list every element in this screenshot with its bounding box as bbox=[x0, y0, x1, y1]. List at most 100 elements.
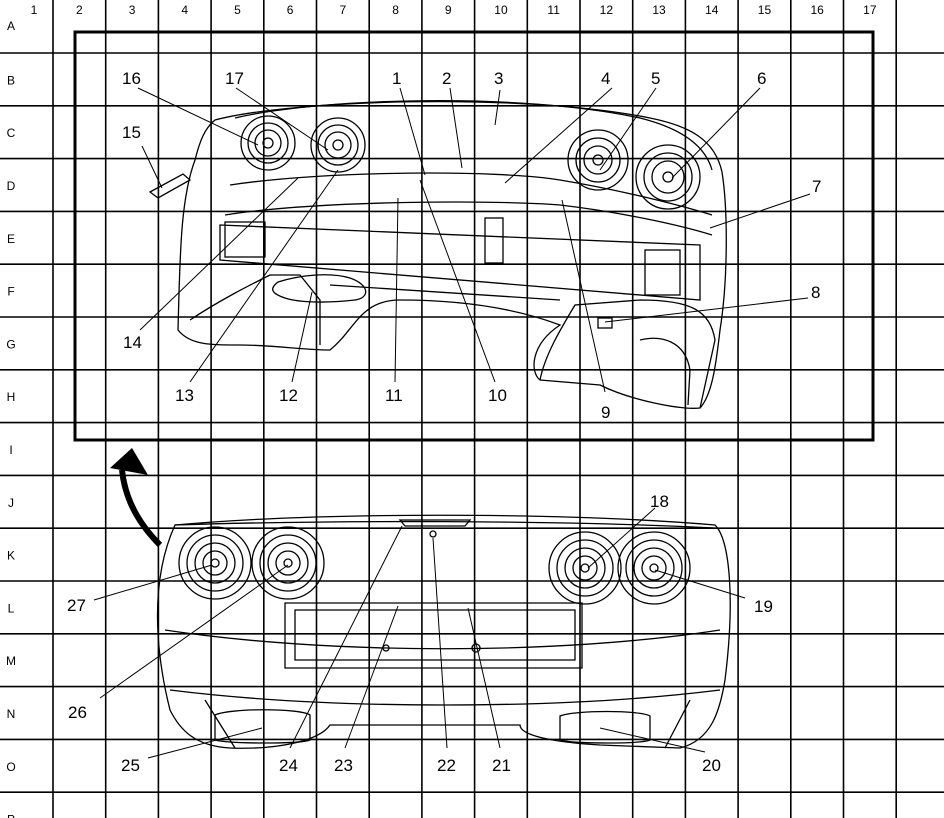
grid-row-label: F bbox=[7, 285, 14, 299]
center-beam-bottom bbox=[329, 284, 561, 301]
lh-bracket bbox=[224, 221, 266, 258]
callout-5: 5 bbox=[651, 69, 660, 88]
callout-27: 27 bbox=[67, 596, 86, 615]
rear-fascia-mid-crease bbox=[164, 629, 721, 650]
rh-inner-lamp-shape bbox=[567, 129, 629, 191]
callout-7: 7 bbox=[812, 177, 821, 196]
callout-16: 16 bbox=[122, 69, 141, 88]
grid-column-label: 13 bbox=[652, 3, 666, 17]
grid-row-label: J bbox=[8, 496, 14, 510]
top-leader-lines bbox=[137, 87, 811, 393]
grid-row-label: M bbox=[6, 654, 16, 668]
rh-bracket-shape bbox=[644, 249, 681, 296]
lh-outer-lamp-shape bbox=[240, 115, 296, 171]
rh-outer-lamp-rear bbox=[617, 531, 691, 605]
callout-9: 9 bbox=[601, 403, 610, 422]
center-bracket-shape bbox=[484, 217, 504, 264]
rh-connector-shape bbox=[597, 317, 613, 329]
lh-inner-lamp-shape bbox=[310, 117, 366, 173]
fascia-inner-rail-2 bbox=[224, 201, 713, 236]
callout-21: 21 bbox=[492, 756, 511, 775]
callout-12: 12 bbox=[279, 386, 298, 405]
callout-20: 20 bbox=[702, 756, 721, 775]
lh-exhaust-tip-shape bbox=[214, 709, 311, 744]
grid-column-label: 5 bbox=[234, 3, 241, 17]
callout-25: 25 bbox=[121, 756, 140, 775]
grid-column-label: 15 bbox=[758, 3, 772, 17]
rh-outer-lamp-shape bbox=[635, 144, 701, 210]
rh-lower-panel bbox=[539, 299, 716, 409]
callout-4: 4 bbox=[601, 69, 610, 88]
fascia-outline bbox=[177, 100, 727, 409]
grid-column-label: 17 bbox=[863, 3, 877, 17]
callout-1: 1 bbox=[392, 69, 401, 88]
callout-26: 26 bbox=[68, 703, 87, 722]
grid-column-label: 11 bbox=[547, 3, 560, 17]
detail-frame bbox=[73, 30, 875, 442]
upper-center-emblem-shape bbox=[398, 519, 472, 527]
rh-exhaust-tip-shape bbox=[559, 710, 651, 744]
rear-bottom-edge bbox=[204, 699, 691, 749]
callout-23: 23 bbox=[334, 756, 353, 775]
grid-column-label: 7 bbox=[340, 3, 347, 17]
bottom-leader-lines bbox=[93, 507, 746, 759]
grid-row-label: N bbox=[7, 707, 16, 721]
license-pocket-inner bbox=[294, 609, 576, 661]
rear-fascia-lower-crease bbox=[169, 689, 721, 706]
fascia-top-edge bbox=[234, 100, 713, 171]
grid-column-label: 9 bbox=[445, 3, 452, 17]
center-beam bbox=[219, 224, 701, 301]
callout-24: 24 bbox=[279, 756, 298, 775]
callout-8: 8 bbox=[811, 283, 820, 302]
grid-row-label: B bbox=[7, 73, 15, 87]
callout-2: 2 bbox=[442, 69, 451, 88]
lh-exhaust-opening-shape bbox=[272, 274, 367, 303]
grid-column-label: 16 bbox=[810, 3, 824, 17]
grid-column-label: 10 bbox=[494, 3, 508, 17]
callout-18: 18 bbox=[650, 492, 669, 511]
callout-10: 10 bbox=[488, 386, 507, 405]
rh-lower-flap bbox=[639, 337, 691, 406]
grid-column-label: 2 bbox=[76, 3, 83, 17]
rear-fascia-top-edge bbox=[174, 520, 716, 529]
fascia-rear-view bbox=[156, 514, 731, 749]
grid-row-label: A bbox=[7, 19, 15, 33]
callout-22: 22 bbox=[437, 756, 456, 775]
grid-row-label: C bbox=[7, 126, 16, 140]
grid-column-label: 1 bbox=[31, 3, 38, 17]
fascia-underside-view bbox=[148, 100, 727, 409]
lh-outer-lamp-rear bbox=[178, 526, 252, 600]
callout-15: 15 bbox=[122, 123, 141, 142]
callout-17: 17 bbox=[225, 69, 244, 88]
grid-row-label: I bbox=[9, 443, 12, 457]
grid-row-label: O bbox=[6, 760, 15, 774]
view-arrow-icon bbox=[110, 448, 163, 548]
lh-lower-panel bbox=[189, 274, 321, 345]
lh-side-marker-shape bbox=[148, 173, 192, 199]
grid-column-label: 3 bbox=[129, 3, 136, 17]
callout-labels: 1 2 3 4 5 6 7 8 9 10 11 12 13 14 15 16 1… bbox=[67, 69, 821, 775]
fascia-inner-rail bbox=[229, 172, 713, 216]
grid-column-label: 8 bbox=[392, 3, 399, 17]
callout-11: 11 bbox=[385, 386, 403, 405]
callout-19: 19 bbox=[754, 597, 773, 616]
grid-row-label: E bbox=[7, 232, 15, 246]
grid-column-label: 6 bbox=[287, 3, 294, 17]
grid-row-label: K bbox=[7, 549, 15, 563]
grid-column-label: 12 bbox=[600, 3, 614, 17]
callout-3: 3 bbox=[494, 69, 503, 88]
rear-fascia-outline bbox=[156, 514, 731, 749]
callout-13: 13 bbox=[175, 386, 194, 405]
grid-row-label: D bbox=[7, 179, 16, 193]
lh-inner-lamp-rear bbox=[251, 526, 325, 600]
callout-14: 14 bbox=[123, 333, 142, 352]
grid-row-label: P bbox=[7, 813, 15, 818]
license-pocket bbox=[284, 602, 583, 669]
grid-row-label: G bbox=[6, 337, 15, 351]
rh-inner-lamp-rear bbox=[548, 531, 622, 605]
grid-column-label: 4 bbox=[181, 3, 188, 17]
callout-6: 6 bbox=[757, 69, 766, 88]
